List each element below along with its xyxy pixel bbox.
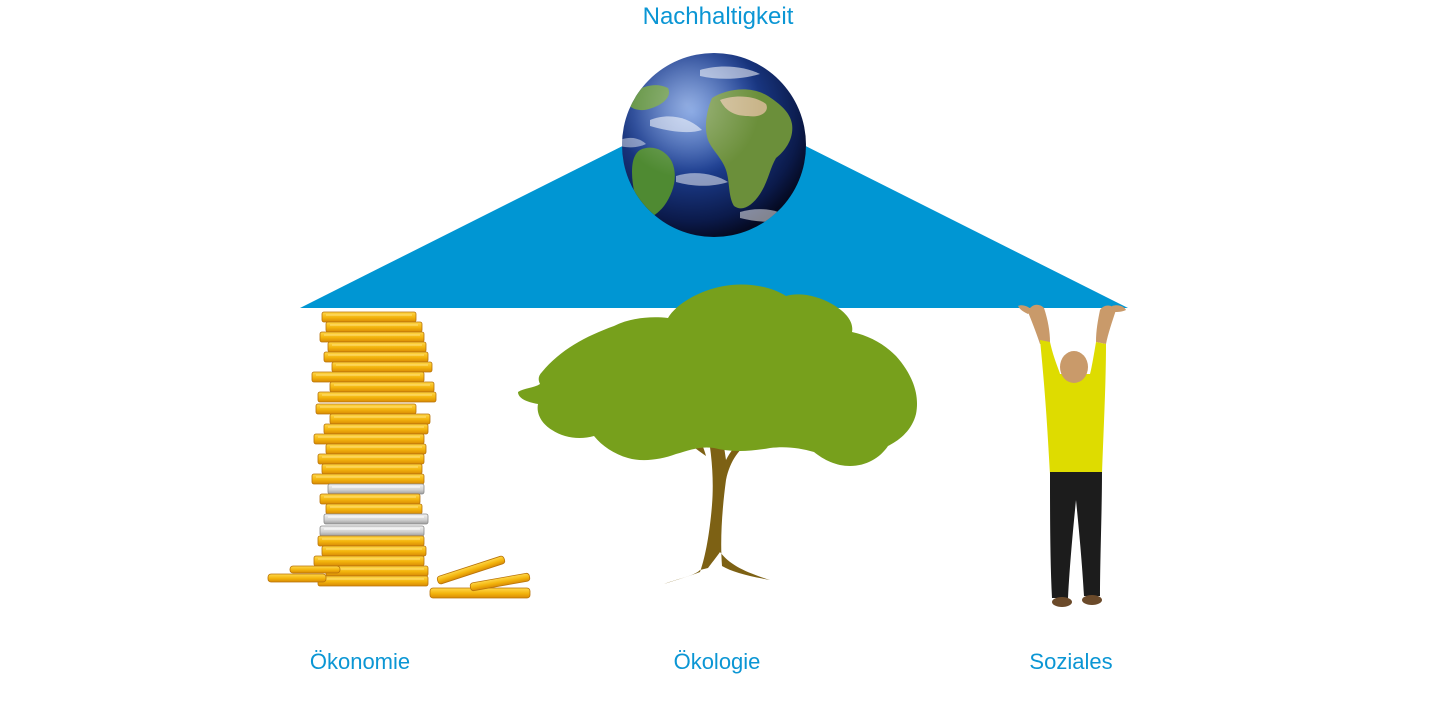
pillar-label-oekologie: Ökologie: [673, 649, 761, 674]
pillar-label-soziales: Soziales: [1029, 649, 1113, 674]
diagram-title: Nachhaltigkeit: [642, 3, 794, 30]
tree-icon: [518, 284, 918, 584]
pillar-label-oekonomie: Ökonomie: [309, 649, 411, 674]
coin-stack-icon: [267, 311, 531, 599]
person-icon: [1018, 304, 1126, 607]
